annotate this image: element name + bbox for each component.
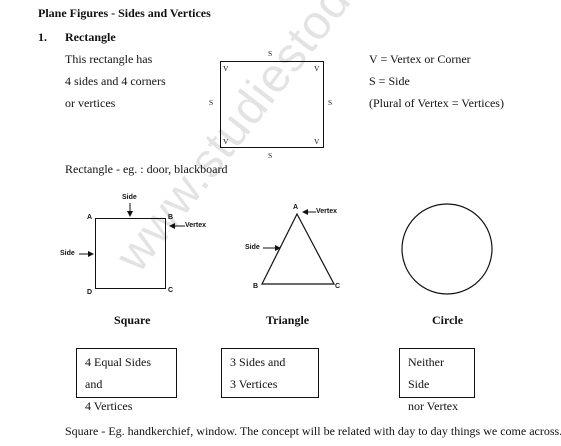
intro-line-3: or vertices xyxy=(65,96,116,110)
triangle-properties-box: 3 Sides and 3 Vertices xyxy=(221,348,319,398)
square-properties-box: 4 Equal Sides and 4 Vertices xyxy=(76,348,177,413)
triangle-vertex-a: A xyxy=(293,204,299,211)
footer-text: Square - Eg. handkerchief, window. The c… xyxy=(65,424,561,438)
square-left-side-label: Side xyxy=(60,250,75,257)
circle-properties-box: Neither Side nor Vertex xyxy=(399,348,475,413)
square-vertex-c: C xyxy=(168,287,174,294)
legend-plural: (Plural of Vertex = Vertices) xyxy=(369,96,504,110)
page-title: Plane Figures - Sides and Vertices xyxy=(38,6,211,20)
triangle-vertex-label: Vertex xyxy=(316,208,338,215)
intro-line-2: 4 sides and 4 corners xyxy=(65,74,166,88)
square-name: Square xyxy=(114,313,151,327)
square-box-line-1: 4 Equal Sides and xyxy=(85,355,151,391)
square-vertex-a: A xyxy=(87,214,93,221)
triangle-side-label: Side xyxy=(245,244,260,251)
triangle-vertex-c: C xyxy=(335,283,341,290)
square-side-label: Side xyxy=(122,194,137,201)
rect-vertex-tr: V xyxy=(314,64,320,73)
circle-name: Circle xyxy=(432,313,464,327)
rect-side-left: S xyxy=(209,98,214,107)
section-heading: Rectangle xyxy=(65,30,116,44)
circle-box-line-1: Neither Side xyxy=(408,355,444,391)
triangle-box-line-1: 3 Sides and xyxy=(230,355,286,369)
circle-box-line-2: nor Vertex xyxy=(408,399,459,413)
square-box-line-2: 4 Vertices xyxy=(85,399,133,413)
circle-figure xyxy=(401,203,493,295)
rect-vertex-br: V xyxy=(314,137,320,146)
triangle-box-line-2: 3 Vertices xyxy=(230,377,278,391)
rectangle-figure xyxy=(220,61,324,148)
square-vertex-d: D xyxy=(87,289,93,296)
triangle-figure xyxy=(261,212,335,285)
square-figure xyxy=(95,218,166,289)
square-vertex-b: B xyxy=(168,214,174,221)
legend-vertex: V = Vertex or Corner xyxy=(369,52,471,66)
rect-vertex-bl: V xyxy=(223,137,229,146)
rect-side-top: S xyxy=(268,49,273,58)
rectangle-example: Rectangle - eg. : door, blackboard xyxy=(65,162,228,176)
square-vertex-label: Vertex xyxy=(185,222,207,229)
triangle-name: Triangle xyxy=(266,313,310,327)
legend-side: S = Side xyxy=(369,74,410,88)
section-number: 1. xyxy=(38,30,47,44)
rect-side-right: S xyxy=(328,98,333,107)
rect-vertex-tl: V xyxy=(223,64,229,73)
rect-side-bottom: S xyxy=(268,151,273,160)
triangle-vertex-b: B xyxy=(253,283,259,290)
intro-line-1: This rectangle has xyxy=(65,52,153,66)
